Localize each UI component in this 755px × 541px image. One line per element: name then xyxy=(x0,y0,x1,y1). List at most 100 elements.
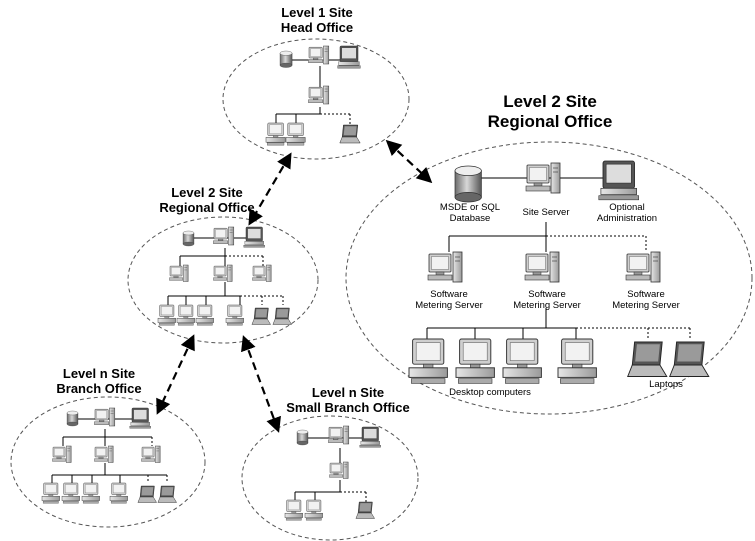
database-icon xyxy=(296,429,309,446)
desktop-icon xyxy=(285,122,306,146)
admin-label: Optional Administration xyxy=(584,202,670,224)
link-regional-to-branch xyxy=(156,334,195,415)
desktop-icon xyxy=(41,482,60,504)
admin-label-line2: Administration xyxy=(596,212,658,224)
laptop-icon xyxy=(669,341,710,378)
database-label: MSDE or SQL Database xyxy=(430,202,510,224)
laptop-icon xyxy=(272,307,292,325)
desktop-icon xyxy=(225,304,244,326)
metering-server-icon xyxy=(169,264,189,282)
link-regional-to-small-branch xyxy=(241,335,281,433)
server-icon xyxy=(94,407,116,427)
desktop-icon xyxy=(61,482,80,504)
admin-label-line1: Optional xyxy=(609,202,645,213)
laptop-icon xyxy=(339,124,361,144)
database-icon xyxy=(454,165,482,203)
desktop-icon xyxy=(265,122,286,146)
admin-console-icon xyxy=(359,426,381,448)
laptop-icon xyxy=(627,341,668,378)
laptops-label: Laptops xyxy=(636,379,696,391)
server-icon xyxy=(308,45,330,65)
desktops-label-text: Desktop computers xyxy=(449,387,531,398)
branch-office-title-line1: Level n Site xyxy=(62,366,136,381)
metering-server-label-3: Software Metering Server xyxy=(603,289,689,311)
regional-office-small-title-line2: Regional Office xyxy=(159,199,255,215)
metering-label-line1: Software xyxy=(430,289,468,300)
branch-office-title-line2: Branch Office xyxy=(56,380,142,396)
head-office-title-line2: Head Office xyxy=(280,19,354,35)
small-branch-office-devices xyxy=(284,425,381,521)
desktop-icon xyxy=(176,304,195,326)
desktop-icon xyxy=(408,338,448,384)
regional-office-detail-ellipse xyxy=(345,141,753,415)
desktop-icon xyxy=(502,338,542,384)
metering-server-icon xyxy=(141,445,161,463)
metering-label-line2: Metering Server xyxy=(513,299,581,311)
regional-office-detail-title-line2: Regional Office xyxy=(487,112,613,132)
laptops-label-text: Laptops xyxy=(649,379,683,390)
metering-server-icon xyxy=(524,251,560,283)
small-branch-office-title-line1: Level n Site xyxy=(311,385,385,400)
server-icon xyxy=(328,425,350,445)
laptop-icon xyxy=(355,501,375,519)
database-icon xyxy=(182,230,195,247)
head-office-title-line1: Level 1 Site xyxy=(281,5,353,20)
regional-office-detail-devices xyxy=(408,160,710,384)
admin-console-icon xyxy=(243,226,265,248)
regional-office-small-ellipse xyxy=(127,216,319,344)
head-office-devices xyxy=(265,45,361,146)
regional-office-small-title: Level 2 Site Regional Office xyxy=(152,185,262,216)
desktop-icon xyxy=(557,338,597,384)
desktop-icon xyxy=(284,499,303,521)
desktop-icon xyxy=(109,482,128,504)
site-server-icon xyxy=(525,162,561,194)
regional-office-detail-title-line1: Level 2 Site xyxy=(503,92,597,111)
metering-server-icon xyxy=(213,264,233,282)
regional-office-small-title-line1: Level 2 Site xyxy=(171,185,243,200)
metering-server-icon xyxy=(252,264,272,282)
branch-office-ellipse xyxy=(10,396,206,528)
server-icon xyxy=(213,226,235,246)
link-head-to-regional-small xyxy=(248,152,292,226)
desktop-icon xyxy=(304,499,323,521)
admin-console-icon xyxy=(598,160,640,201)
regional-office-detail-title: Level 2 Site Regional Office xyxy=(470,92,630,133)
metering-label-line1: Software xyxy=(627,289,665,300)
metering-server-label-2: Software Metering Server xyxy=(504,289,590,311)
small-branch-office-title-line2: Small Branch Office xyxy=(286,399,410,415)
laptop-icon xyxy=(251,307,271,325)
desktop-icon xyxy=(157,304,176,326)
metering-server-icon xyxy=(52,445,72,463)
metering-server-icon xyxy=(427,251,463,283)
database-icon xyxy=(279,50,293,68)
site-server-label-text: Site Server xyxy=(522,207,570,218)
branch-office-title: Level n Site Branch Office xyxy=(44,366,154,397)
regional-office-small-devices xyxy=(157,226,292,326)
head-office-title: Level 1 Site Head Office xyxy=(262,5,372,36)
metering-server-icon xyxy=(94,445,114,463)
laptop-icon xyxy=(137,485,157,503)
link-head-to-regional-detail xyxy=(385,139,433,184)
small-branch-office-title: Level n Site Small Branch Office xyxy=(278,385,418,416)
small-branch-office-ellipse xyxy=(241,415,419,541)
desktops-label: Desktop computers xyxy=(430,387,550,399)
metering-server-label-1: Software Metering Server xyxy=(406,289,492,311)
desktop-icon xyxy=(81,482,100,504)
server-icon xyxy=(308,85,330,105)
desktop-icon xyxy=(195,304,214,326)
site-server-label: Site Server xyxy=(510,207,582,219)
database-label-line1: MSDE or SQL xyxy=(439,202,501,213)
metering-label-line2: Metering Server xyxy=(415,299,483,311)
desktop-icon xyxy=(455,338,495,384)
metering-label-line1: Software xyxy=(528,289,566,300)
laptop-icon xyxy=(157,485,177,503)
branch-office-devices xyxy=(41,407,177,504)
server-icon xyxy=(329,461,349,479)
metering-server-icon xyxy=(625,251,661,283)
admin-console-icon xyxy=(337,45,361,69)
admin-console-icon xyxy=(129,407,151,429)
database-label-line2: Database xyxy=(449,212,491,224)
head-office-ellipse xyxy=(222,38,410,160)
metering-label-line2: Metering Server xyxy=(612,299,680,311)
